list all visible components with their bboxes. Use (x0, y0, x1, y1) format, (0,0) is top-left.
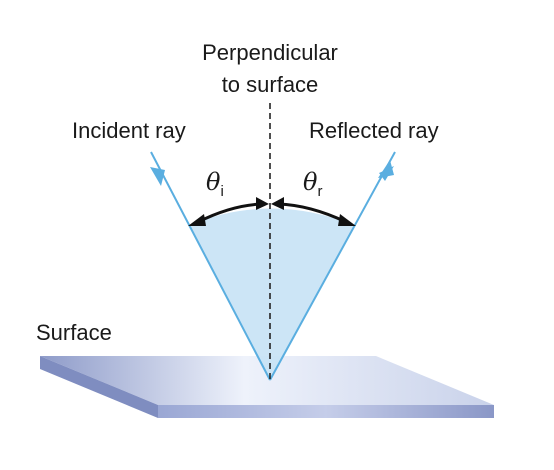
reflected-ray (269, 151, 396, 381)
reflected-arrowhead-tip (378, 160, 394, 178)
surface-slab (40, 356, 494, 418)
normal-label-line1: Perpendicular (202, 40, 338, 65)
angle-cone (190, 225, 354, 380)
incident-ray-label: Incident ray (72, 118, 186, 143)
incidence-arc-arrow-right (256, 197, 269, 210)
reflection-arc-arrow-right (338, 214, 356, 226)
normal-label-line2: to surface (222, 72, 319, 97)
cone-top-arc-fill (190, 208, 354, 225)
reflection-angle-label: θr (303, 168, 322, 200)
surface-left-face (40, 356, 158, 418)
reflection-subscript: r (317, 183, 322, 200)
reflection-theta: θ (303, 168, 318, 196)
incidence-arc-arrow-left (188, 214, 206, 226)
incidence-angle-label: θi (206, 168, 224, 200)
reflected-ray-label: Reflected ray (309, 118, 439, 143)
reflection-arc-arrow-left (271, 197, 284, 210)
incidence-theta: θ (206, 168, 221, 196)
surface-label: Surface (36, 320, 112, 345)
incident-arrowhead (150, 167, 165, 186)
surface-top-face (40, 356, 494, 405)
incident-ray (150, 151, 271, 381)
incidence-subscript: i (220, 183, 223, 200)
surface-front-face (158, 405, 494, 418)
